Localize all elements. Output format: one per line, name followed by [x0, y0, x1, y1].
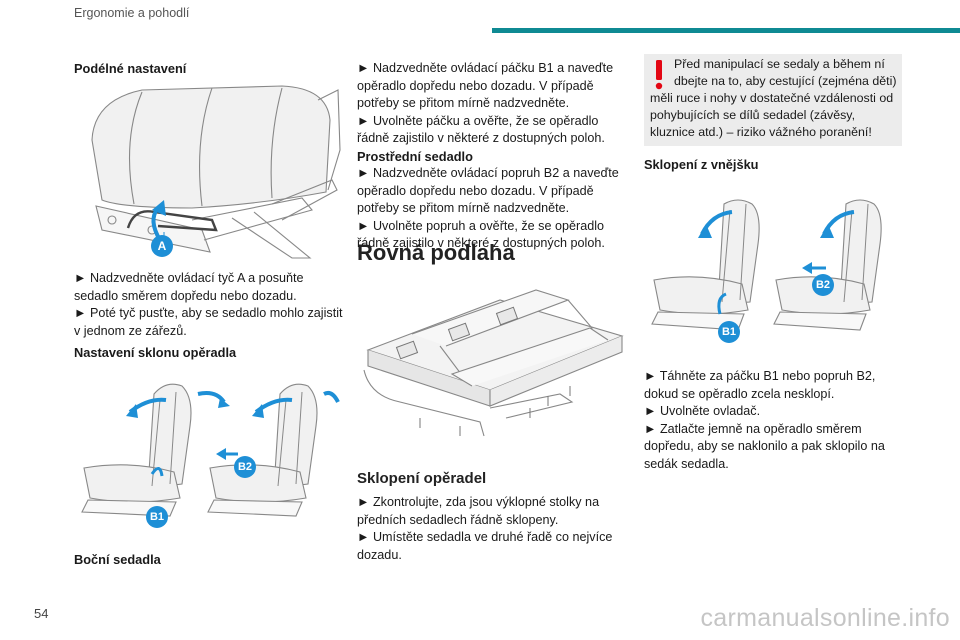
para-longitudinal-2: ► Poté tyč pusťte, aby se sedadlo mohlo …	[74, 306, 343, 338]
warning-text-1: Před manipulací se sedaly a během ní dbe…	[674, 57, 897, 88]
callout-a: A	[151, 235, 173, 257]
heading-fold-back: Sklopení opěradel	[357, 470, 487, 487]
para-fold-outside-2: ► Uvolněte ovladač.	[644, 404, 761, 418]
heading-fold-outside: Sklopení z vnějšku	[644, 157, 759, 172]
para-b2-1: ► Nadzvedněte ovládací popruh B2 a naveď…	[357, 166, 619, 215]
para-fold-back-1: ► Zkontrolujte, zda jsou výklopné stolky…	[357, 495, 600, 527]
heading-flat-floor: Rovná podlaha	[357, 240, 515, 265]
para-b2-2: ► Uvolněte popruh a ověřte, že se opěrad…	[357, 218, 605, 251]
heading-middle-seat: Prostřední sedadlo	[357, 148, 473, 164]
header-section-title: Ergonomie a pohodlí	[74, 6, 190, 20]
para-b1-1: ► Nadzvedněte ovládací páčku B1 a naveďt…	[357, 61, 614, 110]
flat-floor-illustration	[363, 289, 624, 437]
seat-slide-illustration	[91, 85, 341, 259]
callout-b2-right: B2	[812, 274, 834, 296]
heading-side-seats: Boční sedadla	[74, 552, 161, 567]
para-b1-2: ► Uvolněte páčku a ověřte, že se opěradl…	[357, 113, 605, 146]
warning-box: Před manipulací se sedaly a během ní dbe…	[644, 54, 902, 146]
callout-b1-left: B1	[146, 506, 168, 528]
header-accent-bar	[492, 28, 960, 33]
fold-outside-illustration	[651, 199, 882, 331]
watermark-text: carmanualsonline.info	[700, 604, 950, 632]
page-number: 54	[34, 606, 49, 621]
para-longitudinal-1: ► Nadzvedněte ovládací tyč A a posuňte s…	[74, 271, 304, 303]
heading-longitudinal: Podélné nastavení	[74, 61, 187, 76]
callout-b2-left: B2	[234, 456, 256, 478]
warning-text-2: měli ruce i nohy v dostatečné vzdálenost…	[650, 91, 894, 139]
side-seat-recline-illustration	[81, 383, 340, 517]
para-fold-outside-3: ► Zatlačte jemně na opěradlo směrem dopř…	[644, 421, 885, 471]
para-fold-back-2: ► Umístěte sedadla ve druhé řadě co nejv…	[357, 530, 613, 562]
para-fold-outside-1: ► Táhněte za páčku B1 nebo popruh B2, do…	[644, 369, 876, 401]
heading-recline: Nastavení sklonu opěradla	[74, 345, 237, 360]
callout-b1-right: B1	[718, 321, 740, 343]
exclamation-icon	[655, 60, 663, 90]
